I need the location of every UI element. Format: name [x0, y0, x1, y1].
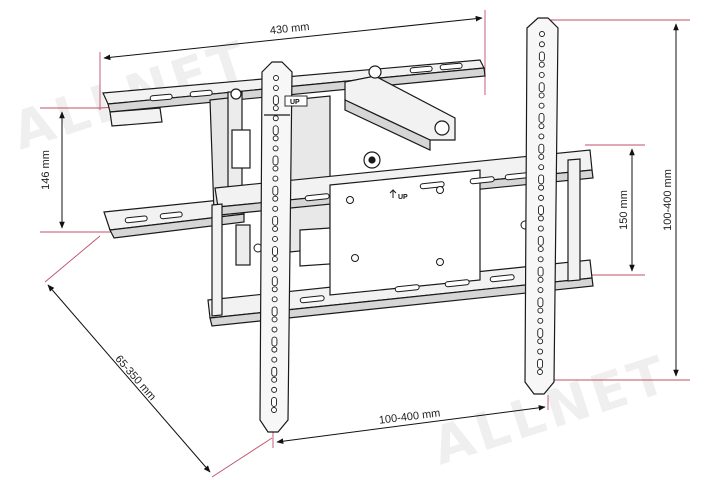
strap-hole	[538, 174, 545, 185]
strap-hole	[273, 75, 279, 81]
strap-hole	[271, 386, 278, 393]
strap-hole	[537, 328, 544, 338]
strap-hole	[271, 276, 278, 287]
strap-hole	[272, 145, 279, 152]
strap-hole	[538, 153, 545, 160]
strap-holes-right	[537, 31, 545, 375]
strap-hole	[537, 246, 544, 253]
strap-hole	[537, 215, 544, 222]
strap-hole	[271, 346, 278, 353]
strap-hole	[271, 396, 278, 407]
strap-hole	[271, 286, 278, 293]
strap-hole	[272, 215, 279, 226]
strap-hole	[538, 82, 545, 93]
strap-hole	[539, 31, 545, 37]
up-label-top: UP	[284, 95, 308, 107]
strap-hole	[538, 41, 545, 48]
strap-hole	[537, 358, 544, 369]
strap-hole	[272, 225, 279, 232]
dim-depth: 65-350 mm	[112, 353, 158, 403]
dim-right-height: 100-400 mm	[662, 169, 674, 231]
strap-hole	[272, 205, 279, 212]
strap-hole	[271, 376, 278, 383]
strap-holes-left	[271, 75, 279, 413]
strap-hole	[538, 112, 545, 123]
dim-left-height: 146 mm	[40, 150, 52, 190]
strap-hole	[271, 366, 278, 377]
strap-hole	[538, 72, 545, 78]
strap-hole	[271, 326, 278, 333]
strap-hole	[272, 246, 278, 256]
dimension-lines	[47, 15, 679, 473]
strap-hole	[271, 306, 278, 317]
strap-hole	[271, 336, 278, 347]
strap-hole	[272, 155, 279, 166]
strap-hole	[538, 143, 545, 154]
strap-hole	[537, 348, 544, 355]
strap-hole	[538, 51, 545, 62]
strap-hole	[537, 276, 544, 283]
strap-hole	[537, 297, 544, 308]
svg-text:UP: UP	[398, 194, 408, 201]
dim-right-spacing: 150 mm	[618, 190, 630, 230]
strap-hole	[271, 356, 278, 363]
strap-hole	[537, 338, 544, 345]
strap-hole	[272, 175, 279, 182]
strap-hole	[271, 256, 278, 263]
strap-hole	[537, 225, 544, 232]
strap-hole	[538, 184, 545, 191]
strap-hole	[272, 195, 279, 202]
strap-hole	[538, 164, 545, 171]
strap-hole	[272, 95, 279, 106]
dim-top-width: 430 mm	[269, 21, 310, 37]
strap-hole	[537, 307, 544, 314]
strap-hole	[272, 115, 279, 122]
up-label-center: UP	[389, 189, 408, 201]
strap-hole	[272, 165, 279, 172]
strap-hole	[272, 105, 279, 112]
strap-hole	[537, 287, 544, 294]
strap-hole	[272, 125, 279, 136]
strap-hole	[538, 102, 545, 109]
strap-hole	[271, 296, 278, 303]
strap-hole	[272, 85, 279, 92]
strap-hole	[272, 236, 278, 242]
strap-hole	[271, 316, 278, 323]
center-pivot	[363, 151, 381, 169]
strap-hole	[272, 135, 279, 142]
strap-hole	[537, 369, 543, 375]
strap-hole	[538, 123, 545, 130]
strap-hole	[537, 317, 544, 324]
strap-hole	[538, 205, 544, 216]
strap-hole	[272, 185, 279, 196]
strap-hole	[537, 256, 544, 263]
strap-hole	[271, 266, 278, 273]
strap-hole	[538, 194, 544, 201]
strap-hole	[271, 407, 277, 413]
strap-hole	[538, 61, 545, 68]
strap-hole	[537, 235, 544, 246]
strap-hole	[538, 133, 545, 140]
wall-plate-slots	[124, 62, 463, 224]
strap-hole	[537, 266, 544, 277]
strap-hole	[538, 92, 545, 99]
svg-text:UP: UP	[290, 99, 300, 106]
